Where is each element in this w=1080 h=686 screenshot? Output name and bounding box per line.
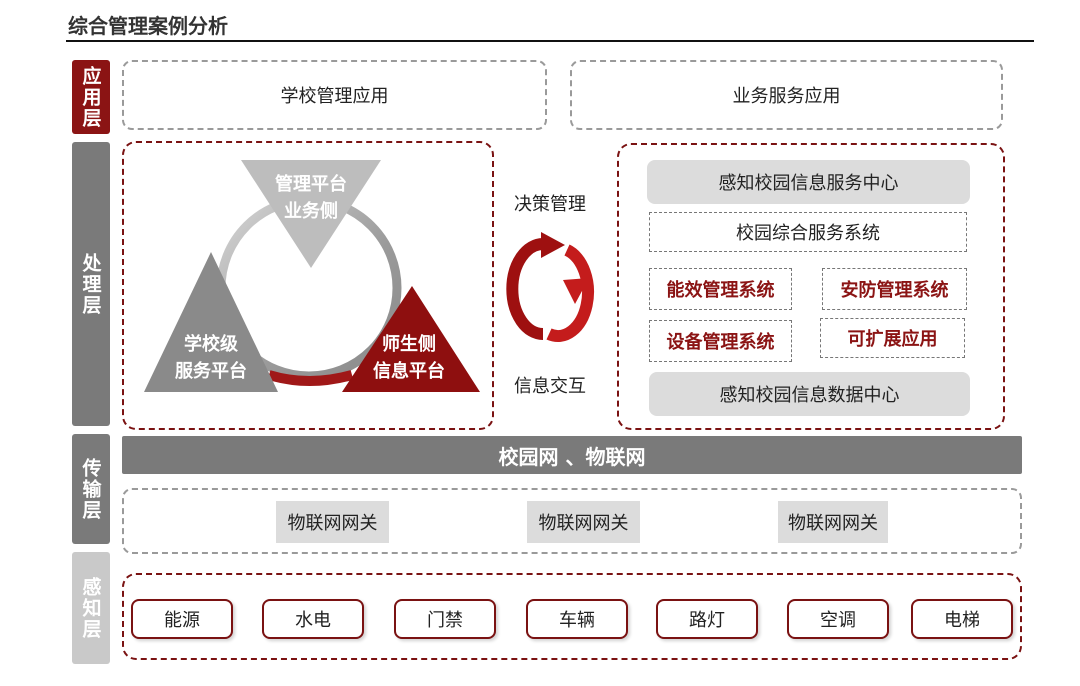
layer-label-perception: 感知层	[72, 552, 110, 664]
business-service-app-label: 业务服务应用	[732, 86, 841, 107]
right-triangle	[342, 286, 480, 392]
left-triangle	[144, 252, 278, 392]
decision-management-label: 决策管理	[514, 194, 586, 215]
security-system-box: 安防管理系统	[822, 268, 967, 310]
equipment-system-box: 设备管理系统	[649, 320, 792, 362]
extensible-app-box: 可扩展应用	[820, 318, 965, 358]
layer-label-processing: 处理层	[72, 142, 110, 426]
device-vehicles: 车辆	[526, 599, 628, 639]
school-management-app-label: 学校管理应用	[280, 86, 389, 107]
device-streetlights: 路灯	[656, 599, 758, 639]
device-access-control: 门禁	[394, 599, 496, 639]
energy-system-box: 能效管理系统	[649, 268, 792, 310]
iot-gateway-2: 物联网网关	[527, 501, 640, 543]
information-interaction-label: 信息交互	[514, 376, 586, 397]
cycle-arrows-icon	[506, 232, 594, 342]
business-service-app-box: 业务服务应用	[570, 60, 1003, 130]
platform-cycle-box: 管理平台 业务侧 学校级 服务平台 师生侧 信息平台	[122, 141, 494, 430]
layer-label-transport: 传输层	[72, 434, 110, 544]
campus-system-box: 校园综合服务系统	[649, 212, 967, 252]
device-row-box	[122, 573, 1022, 660]
network-bar: 校园网 、物联网	[122, 436, 1022, 474]
platform-cycle-diagram	[144, 160, 480, 392]
cycle-ring-red-segment	[267, 370, 354, 386]
gateway-row-box	[122, 488, 1022, 554]
campus-service-stack-box	[617, 143, 1005, 430]
left-triangle-text: 学校级 服务平台	[175, 334, 247, 382]
right-triangle-text: 师生侧 信息平台	[373, 334, 445, 382]
device-energy: 能源	[131, 599, 233, 639]
device-air-conditioning: 空调	[787, 599, 889, 639]
iot-gateway-3: 物联网网关	[778, 501, 888, 543]
data-center-bar: 感知校园信息数据中心	[649, 372, 970, 416]
iot-gateway-1: 物联网网关	[276, 501, 389, 543]
layer-label-application: 应用层	[72, 60, 110, 134]
top-triangle-text: 管理平台 业务侧	[275, 174, 347, 222]
service-center-bar: 感知校园信息服务中心	[647, 160, 970, 204]
device-water-electric: 水电	[262, 599, 364, 639]
school-management-app-box: 学校管理应用	[122, 60, 547, 130]
title-divider	[66, 40, 1034, 42]
top-triangle	[241, 160, 381, 268]
page-title: 综合管理案例分析	[68, 14, 228, 38]
device-elevator: 电梯	[911, 599, 1013, 639]
